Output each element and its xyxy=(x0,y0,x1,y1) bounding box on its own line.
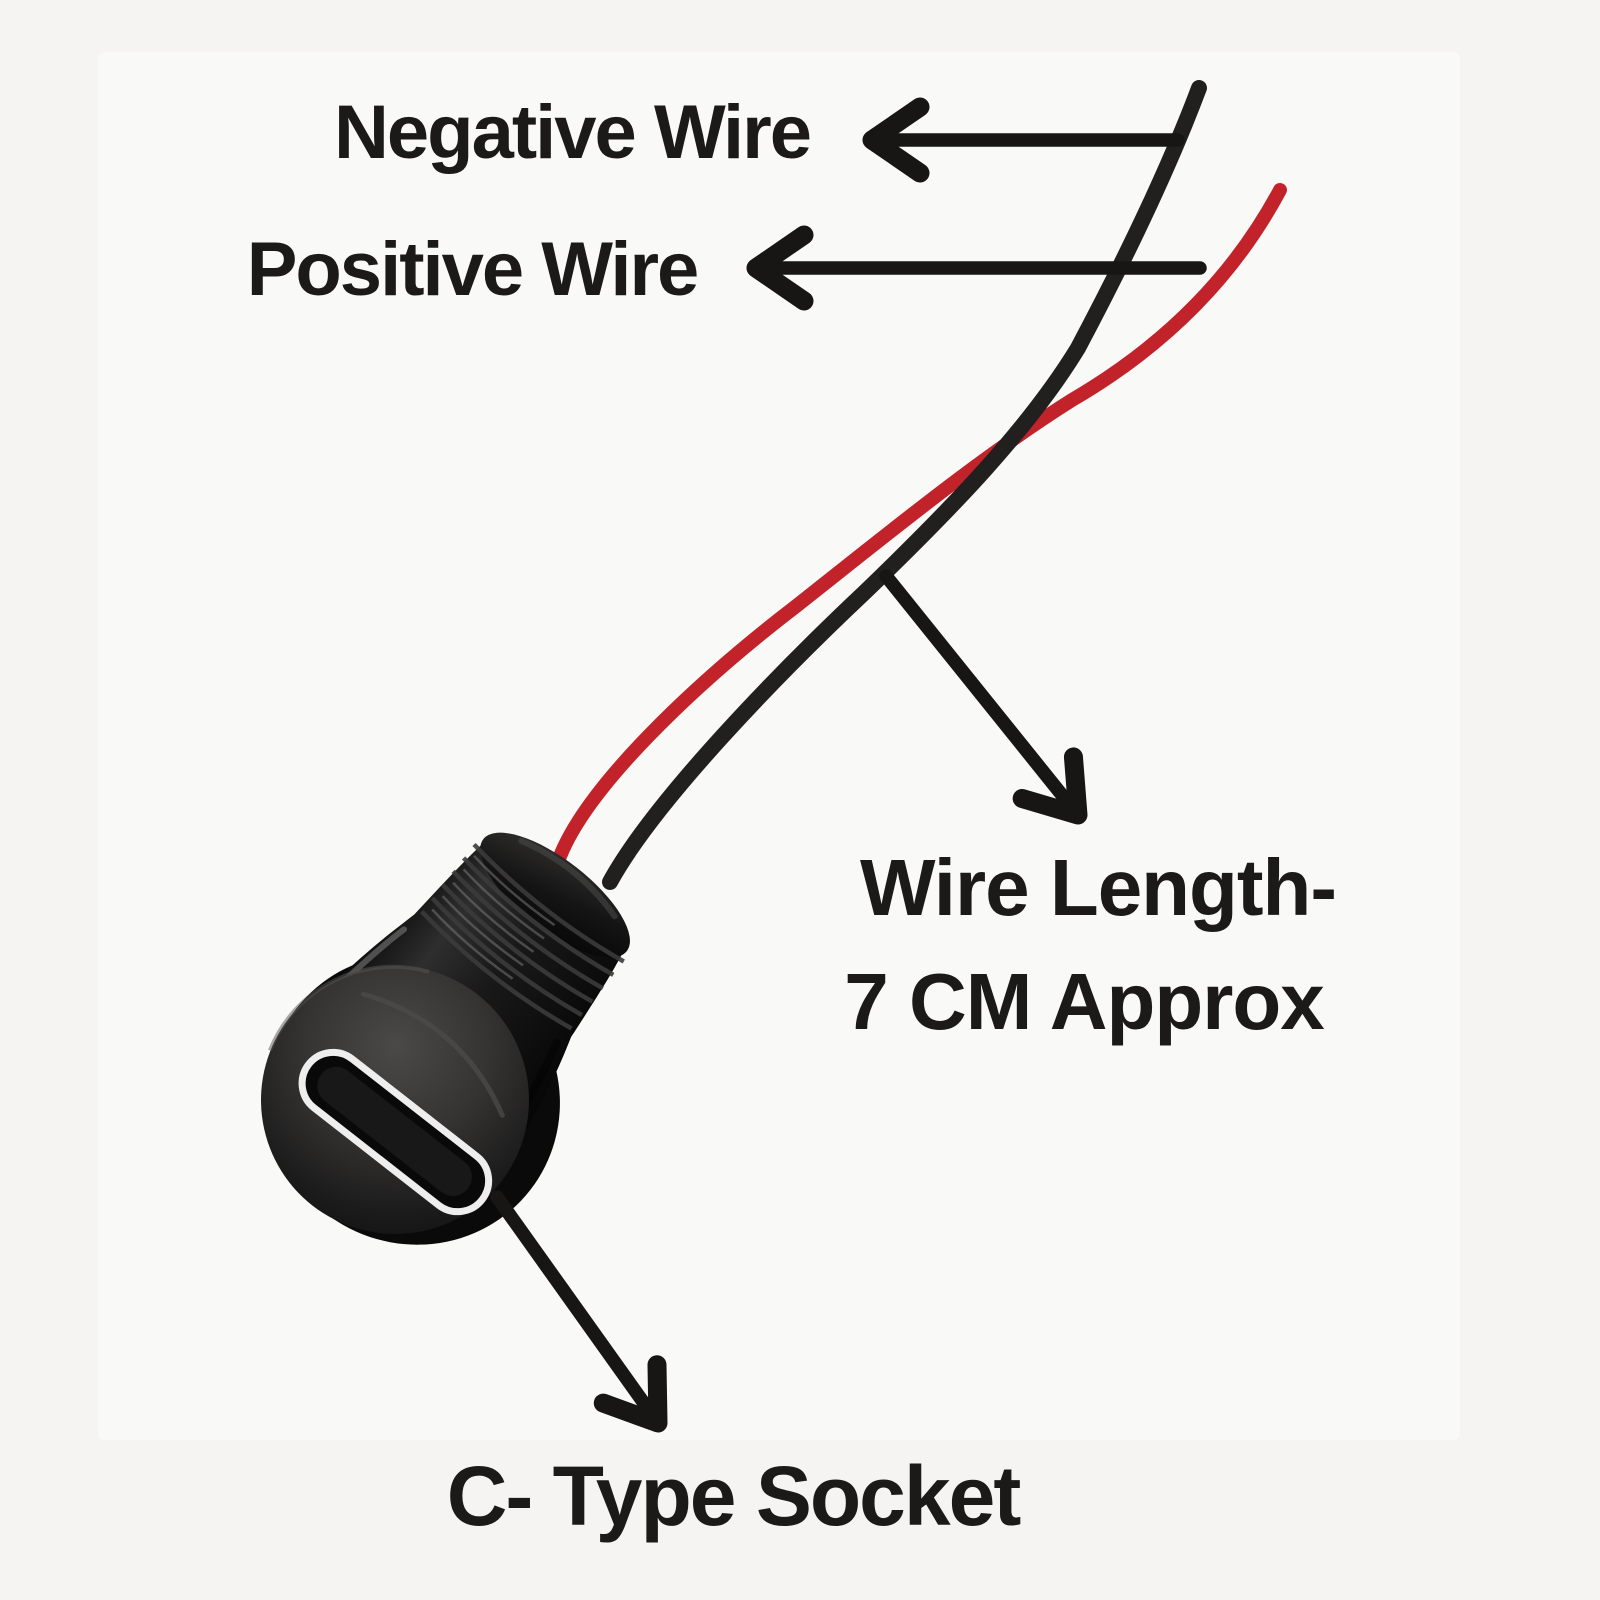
label-c-type-socket: C- Type Socket xyxy=(446,1449,1022,1543)
cap-highlight xyxy=(518,837,618,920)
wires xyxy=(549,80,1287,890)
barrel-threads xyxy=(420,842,625,1031)
positive-wire-red xyxy=(549,183,1287,875)
arrow-negative-wire xyxy=(862,97,1185,183)
negative-wire-black xyxy=(602,80,1207,890)
face-groove xyxy=(360,991,505,1118)
usb-c-port-inner xyxy=(317,1066,472,1196)
annotation-arrows xyxy=(490,97,1207,1433)
label-positive-wire: Positive Wire xyxy=(246,227,700,312)
label-negative-wire: Negative Wire xyxy=(334,90,812,175)
socket-rear-cap xyxy=(480,832,630,958)
label-wire-length-line2: 7 CM Approx xyxy=(844,957,1324,1046)
usb-c-socket xyxy=(261,832,630,1245)
arrow-c-type-socket xyxy=(490,1190,668,1433)
arrow-positive-wire xyxy=(746,225,1207,311)
arrow-wire-length xyxy=(879,569,1088,825)
label-wire-length-line1: Wire Length- xyxy=(859,843,1337,932)
face-rim-highlight xyxy=(268,964,430,1052)
